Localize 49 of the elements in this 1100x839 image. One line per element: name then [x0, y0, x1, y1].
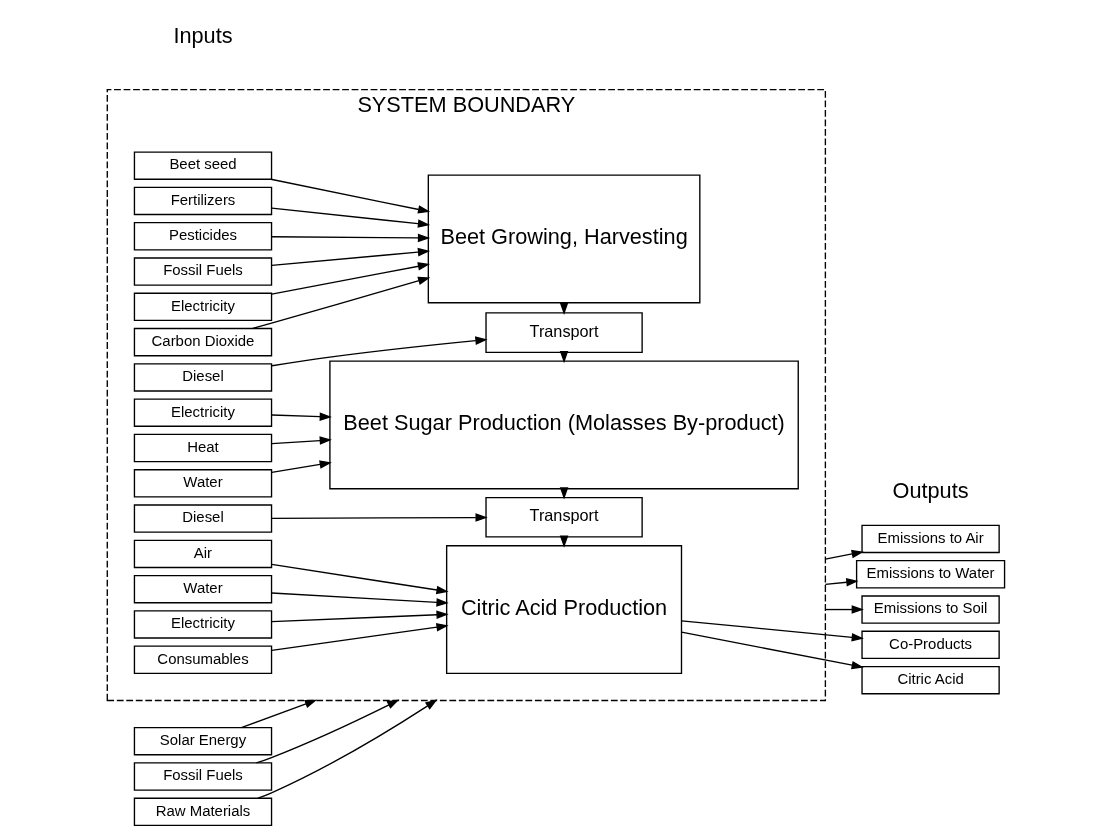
arrow	[240, 699, 317, 729]
node-box: Heat	[133, 433, 272, 463]
arrow	[256, 699, 438, 799]
node-box: Emissions to Air	[860, 524, 1000, 554]
arrow	[270, 610, 449, 623]
arrow	[269, 178, 430, 214]
arrow	[680, 620, 864, 642]
node-box: Citric Acid Production	[445, 545, 682, 674]
arrow	[255, 699, 399, 764]
node-box: Electricity	[133, 398, 272, 427]
node-box: Carbon Dioxide	[133, 327, 272, 357]
node-box: Diesel	[133, 363, 272, 392]
arrow	[824, 549, 864, 560]
arrow	[824, 578, 858, 587]
node-box: Beet seed	[133, 151, 272, 180]
arrow	[270, 513, 488, 522]
label: Outputs	[892, 477, 969, 503]
node-box: Raw Materials	[133, 797, 272, 827]
node-box: Emissions to Water	[855, 560, 1005, 589]
node-box: Pesticides	[133, 222, 272, 251]
label: Inputs	[172, 23, 233, 49]
arrow	[270, 262, 430, 295]
node-box: Electricity	[133, 292, 272, 322]
arrow	[270, 412, 332, 421]
node-box: Fossil Fuels	[133, 762, 272, 791]
arrow	[270, 207, 430, 228]
arrow	[270, 436, 332, 445]
node-box: Co-Products	[860, 630, 1000, 660]
node-box: Consumables	[133, 645, 272, 674]
node-box: Water	[133, 469, 272, 498]
node-box: Diesel	[133, 504, 272, 533]
node-box: Air	[133, 539, 272, 569]
node-box: Emissions to Soil	[860, 595, 1000, 624]
node-box: Electricity	[133, 610, 272, 639]
arrow	[270, 592, 449, 607]
arrow	[270, 563, 449, 595]
node-box: Solar Energy	[133, 726, 272, 756]
arrow	[270, 336, 488, 367]
node-box: Fertilizers	[133, 186, 272, 216]
arrow	[270, 460, 332, 473]
arrow	[251, 276, 430, 330]
arrow	[270, 247, 430, 267]
node-box: Fossil Fuels	[133, 257, 272, 286]
arrow	[270, 623, 449, 651]
node-box: Citric Acid	[860, 665, 1000, 695]
arrow	[824, 605, 864, 614]
arrow	[270, 233, 430, 243]
arrow	[680, 631, 864, 670]
node-box: Water	[133, 574, 272, 604]
